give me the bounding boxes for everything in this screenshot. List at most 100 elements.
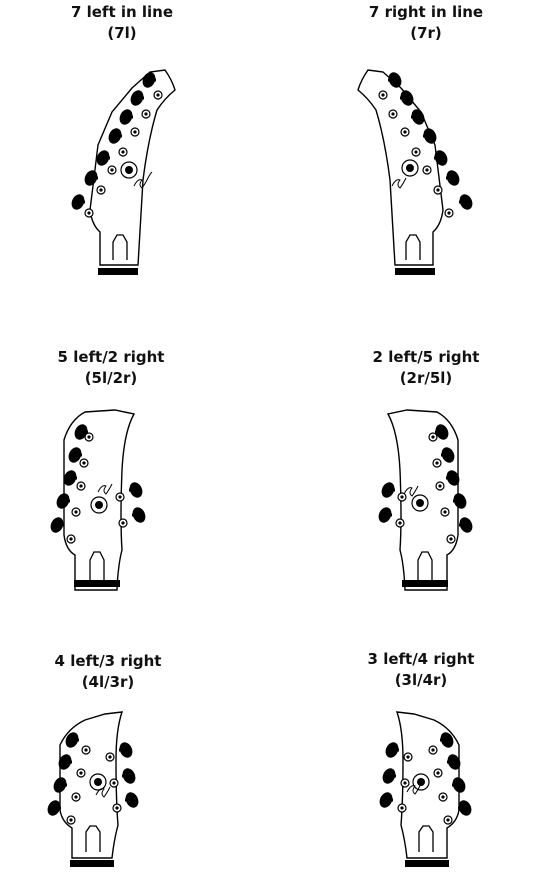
title: 5 left/2 right — [57, 348, 165, 366]
tuner-post-center — [403, 781, 407, 785]
tuner-post-center — [446, 818, 450, 822]
tuner — [422, 150, 448, 175]
nut — [74, 580, 120, 587]
tuner-knob — [441, 447, 455, 463]
tuner — [378, 507, 405, 528]
tuner-post-center — [79, 771, 83, 775]
code: (7r) — [410, 24, 442, 42]
tuner-post-center — [431, 435, 435, 439]
tuner-post-center — [121, 521, 125, 525]
tuner-post-center — [414, 150, 418, 154]
tuner-knob — [434, 150, 448, 166]
tuner-post-center — [400, 806, 404, 810]
tuner-post-center — [403, 130, 407, 134]
tuner-knob — [108, 128, 122, 144]
tuner — [63, 470, 86, 491]
tuner-post-center — [406, 755, 410, 759]
tuner-knob — [84, 170, 98, 186]
tuner — [428, 424, 449, 442]
tuner — [119, 109, 140, 137]
title: 7 left in line — [70, 3, 174, 21]
truss-rod-cover — [418, 825, 434, 852]
tuner-knob — [119, 742, 133, 758]
tuner — [385, 742, 413, 762]
code: (2r/5l) — [399, 369, 453, 387]
tuner-knob — [132, 507, 146, 523]
tuner-post-center — [431, 748, 435, 752]
tuner-row — [71, 72, 163, 218]
tuner-knob — [453, 493, 467, 509]
label-7-left: 7 left in line (7l) — [22, 2, 222, 44]
tuner-knob — [385, 742, 399, 758]
title: 7 right in line — [368, 3, 484, 21]
tuner — [443, 800, 472, 825]
tuner-knob — [435, 424, 449, 440]
logo-mark — [89, 773, 111, 798]
title: 4 left/3 right — [54, 652, 162, 670]
tuner-knob — [459, 194, 473, 210]
truss-rod-cover — [89, 551, 105, 582]
tuner — [58, 754, 86, 778]
tuner-post-center — [74, 795, 78, 799]
tuner-post-center — [121, 150, 125, 154]
label-7-right: 7 right in line (7r) — [326, 2, 526, 44]
tuner — [433, 170, 460, 195]
tuner-post-center — [87, 435, 91, 439]
tuner-post-center — [82, 461, 86, 465]
tuner — [142, 72, 163, 100]
tuner-post-center — [436, 771, 440, 775]
truss-rod-cover — [405, 234, 421, 260]
tuner — [400, 109, 425, 137]
tuner-knob — [125, 792, 139, 808]
tuner-post-center — [99, 188, 103, 192]
tuner-row — [50, 424, 146, 544]
tuner — [444, 194, 473, 218]
tuner-post-center — [438, 484, 442, 488]
tuner-post-center — [118, 495, 122, 499]
tuner-knob — [68, 447, 82, 463]
label-5-left-2-right: 5 left/2 right (5l/2r) — [11, 347, 211, 389]
nut — [402, 580, 448, 587]
tuner-knob — [74, 424, 88, 440]
tuner-knob — [142, 72, 156, 88]
tuner-knob — [447, 754, 461, 770]
nut — [395, 268, 435, 275]
tuner-post-center — [112, 781, 116, 785]
tuner — [435, 470, 460, 491]
tuner — [411, 128, 437, 157]
tuner-post-center — [436, 188, 440, 192]
tuner-knob — [382, 768, 396, 784]
tuner-post-center — [443, 510, 447, 514]
tuner-knob — [440, 732, 454, 748]
tuner — [381, 482, 407, 502]
tuner-post-center — [133, 130, 137, 134]
label-2-left-5-right: 2 left/5 right (2r/5l) — [326, 347, 526, 389]
tuner-post-center — [391, 112, 395, 116]
tuner-post-center — [84, 748, 88, 752]
tuner-knob — [58, 754, 72, 770]
tuner — [378, 72, 402, 100]
tuner — [65, 732, 91, 755]
tuner-knob — [459, 517, 473, 533]
tuner — [379, 792, 407, 813]
tuner-post-center — [425, 168, 429, 172]
tuner-knob — [411, 109, 425, 125]
tuner — [388, 90, 414, 119]
tuner-knob — [130, 90, 144, 106]
title: 3 left/4 right — [367, 650, 475, 668]
logo-mark — [90, 483, 113, 514]
truss-rod-cover — [112, 234, 128, 260]
tuner-knob — [381, 482, 395, 498]
tuner-post-center — [441, 795, 445, 799]
tuner-knob — [378, 507, 392, 523]
tuner-post-center — [115, 806, 119, 810]
tuner-post-center — [79, 484, 83, 488]
tuner-knob — [129, 482, 143, 498]
tuner — [382, 768, 410, 788]
tuner-knob — [446, 170, 460, 186]
nut — [98, 268, 138, 275]
logo-mark — [120, 161, 153, 189]
